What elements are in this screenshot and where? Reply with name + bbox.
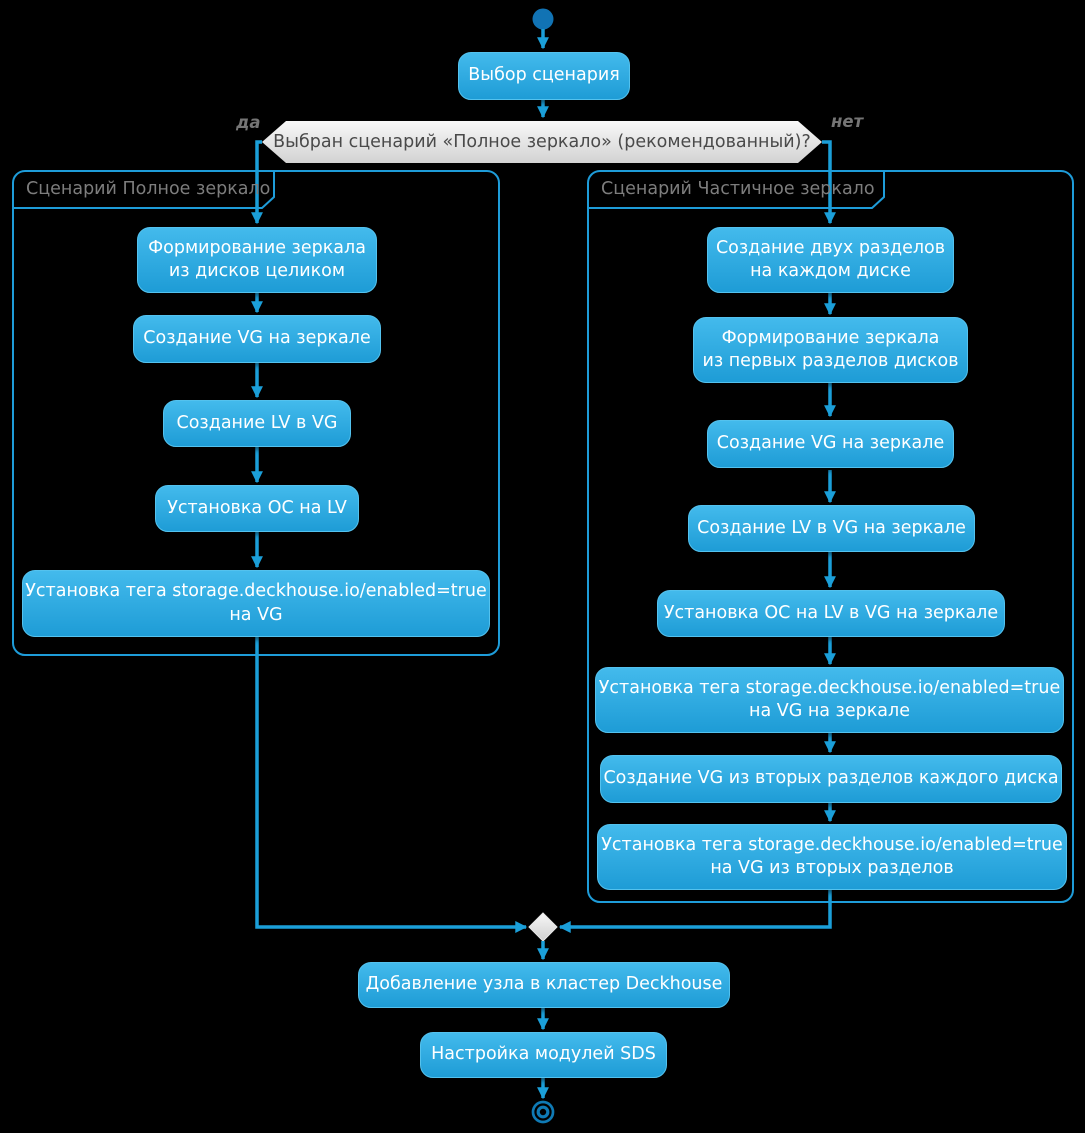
step-box: Создание VG на зеркале bbox=[133, 315, 381, 363]
partition-full-mirror-title: Сценарий Полное зеркало bbox=[26, 179, 271, 199]
step-box: Создание LV в VG bbox=[163, 400, 351, 447]
step-box: Создание VG на зеркале bbox=[707, 420, 954, 468]
step-box: Установка тега storage.deckhouse.io/enab… bbox=[22, 570, 490, 637]
merge-diamond bbox=[528, 912, 558, 942]
step-box: Установка тега storage.deckhouse.io/enab… bbox=[597, 824, 1067, 890]
step-box: Установка тега storage.deckhouse.io/enab… bbox=[595, 667, 1064, 733]
step-box: Формирование зеркала из первых разделов … bbox=[693, 317, 968, 383]
partition-partial-mirror-title: Сценарий Частичное зеркало bbox=[601, 179, 875, 199]
branch-label-yes: да bbox=[236, 113, 261, 132]
decision-full-mirror-question: Выбран сценарий «Полное зеркало» (рекоме… bbox=[262, 121, 822, 163]
step-choose-scenario: Выбор сценария bbox=[458, 52, 630, 100]
step-box: Установка ОС на LV bbox=[155, 485, 359, 532]
step-add-node-to-cluster: Добавление узла в кластер Deckhouse bbox=[358, 962, 730, 1008]
step-box: Создание двух разделов на каждом диске bbox=[707, 227, 954, 293]
end-node bbox=[531, 1100, 555, 1124]
branch-label-no: нет bbox=[831, 112, 864, 131]
step-box: Формирование зеркала из дисков целиком bbox=[137, 227, 377, 293]
step-box: Создание VG из вторых разделов каждого д… bbox=[600, 755, 1062, 803]
step-configure-sds-modules: Настройка модулей SDS bbox=[420, 1032, 667, 1078]
start-node bbox=[532, 8, 554, 30]
step-box: Создание LV в VG на зеркале bbox=[688, 505, 975, 552]
step-box: Установка ОС на LV в VG на зеркале bbox=[657, 590, 1005, 637]
